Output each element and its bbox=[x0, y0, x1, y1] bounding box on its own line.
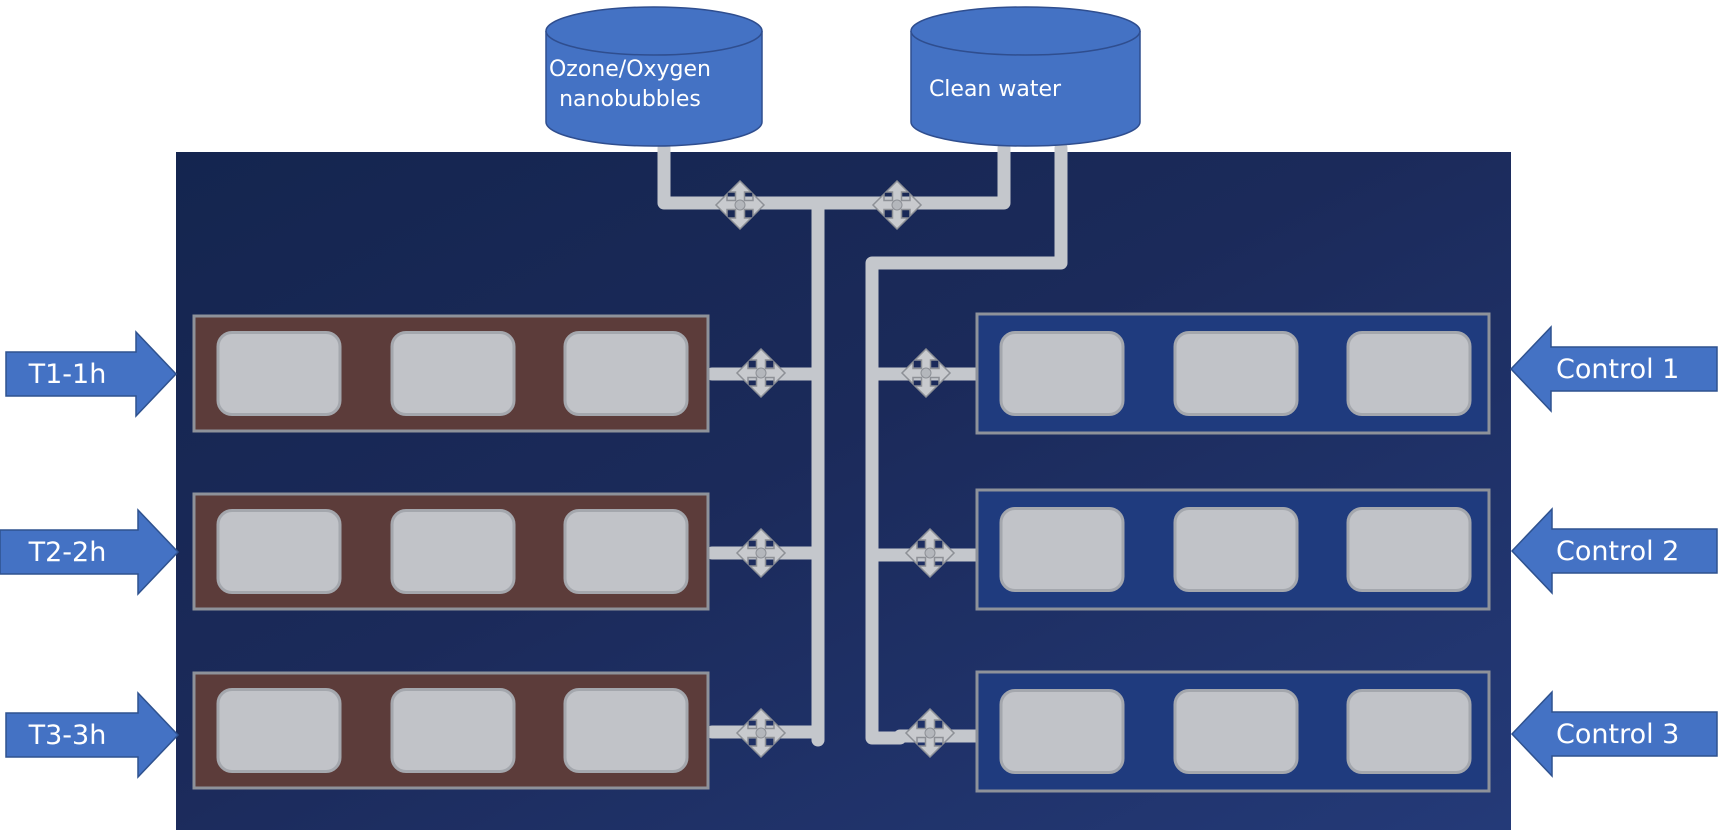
control-tray-1-well-2 bbox=[1173, 331, 1299, 416]
tank-water-top bbox=[910, 6, 1141, 56]
tank-ozone-top bbox=[545, 6, 763, 56]
four-way-valve-6-icon bbox=[904, 527, 956, 579]
four-way-valve-1-icon bbox=[714, 179, 766, 231]
tank-water bbox=[910, 6, 1141, 147]
tank-ozone bbox=[545, 6, 763, 147]
control-tray-1-well-1 bbox=[999, 331, 1125, 416]
four-way-valve-4-icon-core bbox=[920, 367, 932, 379]
four-way-valve-4-icon bbox=[900, 347, 952, 399]
control-tray-3 bbox=[975, 670, 1491, 793]
control-tray-1 bbox=[975, 312, 1491, 435]
treatment-tray-3-well-3 bbox=[563, 688, 689, 773]
four-way-valve-7-icon-core bbox=[755, 727, 767, 739]
four-way-valve-2-icon-core bbox=[891, 199, 903, 211]
treatment-tray-2-well-1 bbox=[216, 509, 342, 594]
four-way-valve-8-icon-core bbox=[924, 727, 936, 739]
four-way-valve-7-icon bbox=[735, 707, 787, 759]
control-tray-2-well-3 bbox=[1346, 507, 1472, 592]
treatment-tray-1 bbox=[192, 314, 710, 433]
four-way-valve-5-icon-core bbox=[755, 547, 767, 559]
control-tray-2-well-1 bbox=[999, 507, 1125, 592]
arrow-treatment-3 bbox=[5, 691, 180, 779]
treatment-tray-1-well-2 bbox=[390, 331, 516, 416]
pipe-segment-3 bbox=[865, 141, 1068, 745]
treatment-tray-2-well-2 bbox=[390, 509, 516, 594]
control-tray-1-well-3 bbox=[1346, 331, 1472, 416]
four-way-valve-6-icon-core bbox=[924, 547, 936, 559]
arrow-control-3 bbox=[1510, 690, 1718, 778]
arrow-control-1 bbox=[1509, 325, 1718, 413]
control-tray-3-well-1 bbox=[999, 689, 1125, 774]
control-tray-2-well-2 bbox=[1173, 507, 1299, 592]
arrow-control-2 bbox=[1510, 507, 1718, 595]
tank-water-body bbox=[910, 31, 1141, 147]
treatment-tray-2-well-3 bbox=[563, 509, 689, 594]
tank-ozone-body bbox=[545, 31, 763, 147]
pipe-segment-1 bbox=[657, 141, 1011, 210]
four-way-valve-2-icon bbox=[871, 179, 923, 231]
four-way-valve-3-icon bbox=[735, 347, 787, 399]
arrow-treatment-1 bbox=[5, 330, 178, 418]
control-tray-2 bbox=[975, 488, 1491, 611]
four-way-valve-1-icon-core bbox=[734, 199, 746, 211]
treatment-tray-2 bbox=[192, 492, 710, 611]
four-way-valve-5-icon bbox=[735, 527, 787, 579]
four-way-valve-8-icon bbox=[904, 707, 956, 759]
arrow-treatment-2 bbox=[0, 508, 180, 596]
control-tray-3-well-3 bbox=[1346, 689, 1472, 774]
treatment-tray-1-well-1 bbox=[216, 331, 342, 416]
treatment-tray-3-well-2 bbox=[390, 688, 516, 773]
treatment-tray-3-well-1 bbox=[216, 688, 342, 773]
control-tray-3-well-2 bbox=[1173, 689, 1299, 774]
four-way-valve-3-icon-core bbox=[755, 367, 767, 379]
treatment-tray-1-well-3 bbox=[563, 331, 689, 416]
treatment-tray-3 bbox=[192, 671, 710, 790]
